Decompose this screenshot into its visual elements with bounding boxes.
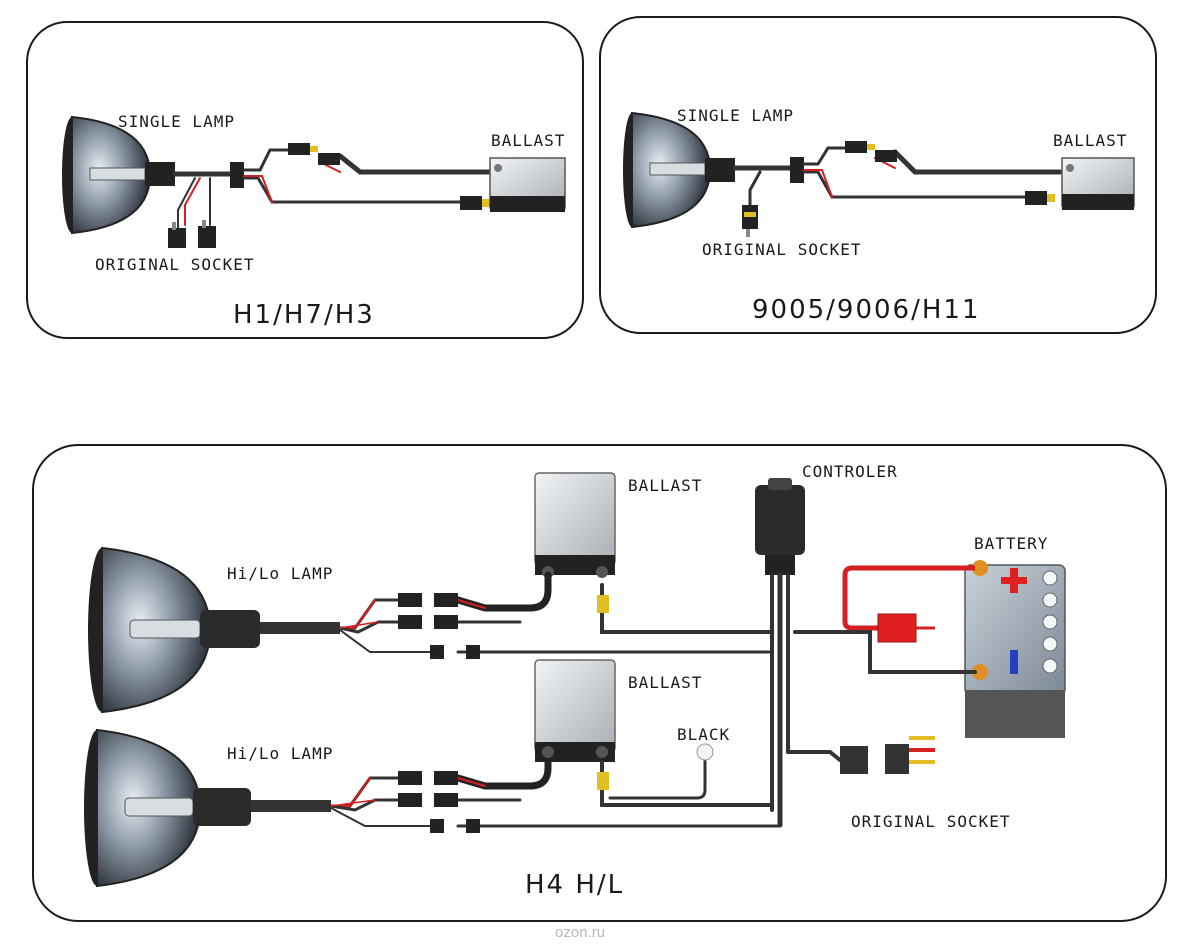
ballast (1061, 157, 1135, 210)
panel-h1-h7-h3: SINGLE LAMP BALLAST ORIGINAL SOCKET H1/H… (26, 21, 584, 339)
label-ballast: BALLAST (1053, 131, 1127, 150)
wiring-harness (172, 148, 493, 229)
panel-border (26, 21, 584, 339)
panel-9005-9006-h11: SINGLE LAMP BALLAST ORIGINAL SOCKET 9005… (599, 16, 1157, 334)
panel-title: H4 H/L (525, 870, 624, 900)
label-battery: BATTERY (974, 534, 1048, 553)
black-ground-lead (696, 743, 714, 761)
label-single-lamp: SINGLE LAMP (677, 106, 794, 125)
label-controller: CONTROLER (802, 462, 898, 481)
connectors (288, 143, 490, 210)
battery-fuse-lead (842, 565, 975, 643)
single-lamp (623, 111, 735, 229)
ballast (489, 157, 566, 212)
label-original-socket: ORIGINAL SOCKET (851, 812, 1011, 831)
single-lamp (62, 115, 175, 235)
wiring-harness (732, 146, 1063, 207)
panel-border (32, 444, 1167, 922)
label-black: BLACK (677, 725, 730, 744)
plus-icon (1001, 568, 1027, 593)
label-ballast-top: BALLAST (628, 476, 702, 495)
label-original-socket: ORIGINAL SOCKET (95, 255, 255, 274)
original-socket (840, 736, 935, 774)
label-original-socket: ORIGINAL SOCKET (702, 240, 862, 259)
panel-h4-hl: BALLAST CONTROLER BATTERY Hi/Lo LAMP BAL… (32, 444, 1167, 922)
panel-border (599, 16, 1157, 334)
hilo-lamp-top (88, 546, 340, 714)
original-socket (168, 220, 216, 248)
label-single-lamp: SINGLE LAMP (118, 112, 235, 131)
panel-title: H1/H7/H3 (233, 300, 375, 330)
label-ballast-bottom: BALLAST (628, 673, 702, 692)
h4-connectors (398, 593, 609, 833)
h4-wiring (329, 571, 977, 828)
minus-icon (1010, 650, 1018, 674)
label-ballast: BALLAST (491, 131, 565, 150)
watermark: ozon.ru (555, 924, 605, 941)
hilo-lamp-bottom (84, 728, 331, 888)
ballast-top (534, 472, 616, 578)
original-socket (742, 205, 758, 237)
controller (755, 478, 805, 575)
panel-title: 9005/9006/H11 (752, 295, 981, 325)
battery (964, 560, 1066, 738)
label-hilo-lamp-bottom: Hi/Lo LAMP (227, 744, 333, 763)
connectors (845, 141, 1055, 205)
label-hilo-lamp-top: Hi/Lo LAMP (227, 564, 333, 583)
ballast-bottom (534, 659, 616, 762)
battery-cells-icon (1042, 570, 1058, 674)
